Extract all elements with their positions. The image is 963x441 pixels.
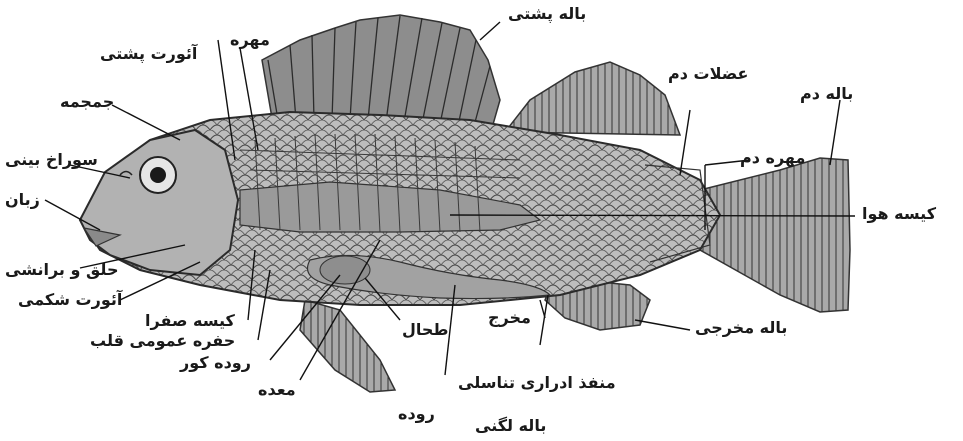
label-dorsal-aorta: آئورت پشتی xyxy=(100,46,197,62)
pupil-icon xyxy=(150,167,166,183)
label-vertebra: مهره xyxy=(230,32,270,48)
label-gall-bladder: کیسه صفرا xyxy=(145,313,235,329)
label-nostril: سوراخ بینی xyxy=(5,152,98,168)
label-pharynx-gills: حلق و برانشی xyxy=(5,262,119,278)
label-pelvic-fin: باله لگنی xyxy=(475,418,546,434)
label-tail-muscles: عضلات دم xyxy=(668,66,748,82)
label-swim-bladder: کیسه هوا xyxy=(862,206,936,222)
label-pyloric-caeca: روده کور xyxy=(180,355,251,371)
label-tail-fin: باله دم xyxy=(800,86,853,102)
pelvic-fin xyxy=(300,300,395,392)
tail-fin xyxy=(700,158,850,312)
label-anus: مخرج xyxy=(488,310,531,326)
label-urogenital-opening: منفذ ادراری تناسلی xyxy=(458,375,616,391)
label-heart-cavity: حفره عمومی قلب xyxy=(90,333,235,349)
label-spleen: طحال xyxy=(402,322,449,338)
dorsal-fin xyxy=(262,15,500,128)
soft-dorsal-fin xyxy=(505,62,680,135)
label-anal-fin: باله مخرجی xyxy=(695,320,787,336)
label-tongue: زبان xyxy=(5,192,40,208)
label-intestine: روده xyxy=(398,406,435,422)
fish-head xyxy=(80,130,238,275)
label-dorsal-fin: باله پشتی xyxy=(508,6,586,22)
label-tail-vertebra: مهره دم xyxy=(740,150,805,166)
label-stomach: معده xyxy=(258,382,296,398)
label-ventral-aorta: آئورت شکمی xyxy=(18,292,122,308)
label-skull: جمجمه xyxy=(60,94,114,110)
